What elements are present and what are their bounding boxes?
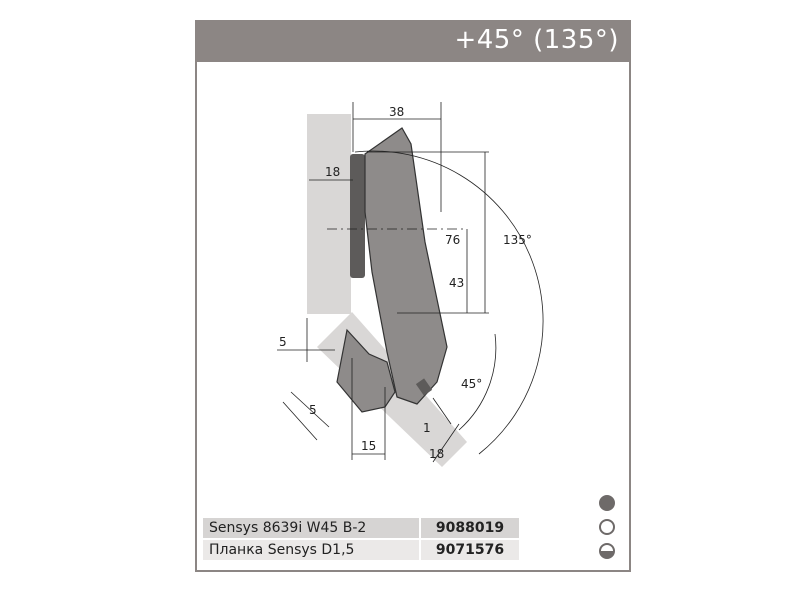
half-overlay-icon	[599, 543, 615, 559]
dim-43: 43	[449, 276, 464, 290]
page-title: +45° (135°)	[454, 25, 619, 55]
dim-5-side: 5	[309, 403, 317, 417]
dim-15: 15	[361, 439, 376, 453]
table-row: Sensys 8639i W45 B-2 9088019	[203, 518, 519, 538]
technical-drawing: 38 18 76 43 135° 45° 5	[197, 62, 629, 492]
dim-135-deg: 135°	[503, 233, 532, 247]
part-name: Планка Sensys D1,5	[203, 540, 419, 560]
header-bar: +45° (135°)	[197, 22, 629, 62]
overlay-indicators	[599, 495, 623, 567]
mounting-plate	[350, 154, 365, 278]
dim-18-top: 18	[325, 165, 340, 179]
table-row: Планка Sensys D1,5 9071576	[203, 540, 519, 560]
hinge-cup	[336, 328, 396, 413]
dim-38: 38	[389, 105, 404, 119]
dim-45-deg: 45°	[461, 377, 482, 391]
part-code: 9088019	[421, 518, 519, 538]
dim-1: 1	[423, 421, 431, 435]
full-overlay-icon	[599, 495, 615, 511]
product-card: +45° (135°) 38 18	[195, 20, 631, 572]
dim-18-bottom: 18	[429, 447, 444, 461]
empty-overlay-icon	[599, 519, 615, 535]
dim-76: 76	[445, 233, 460, 247]
part-name: Sensys 8639i W45 B-2	[203, 518, 419, 538]
cabinet-panel	[307, 114, 351, 314]
part-code: 9071576	[421, 540, 519, 560]
parts-table: Sensys 8639i W45 B-2 9088019 Планка Sens…	[203, 516, 519, 562]
dim-5-top: 5	[279, 335, 287, 349]
adjust-screw	[415, 378, 433, 396]
hinge-drawing-svg: 38 18 76 43 135° 45° 5	[277, 102, 544, 467]
